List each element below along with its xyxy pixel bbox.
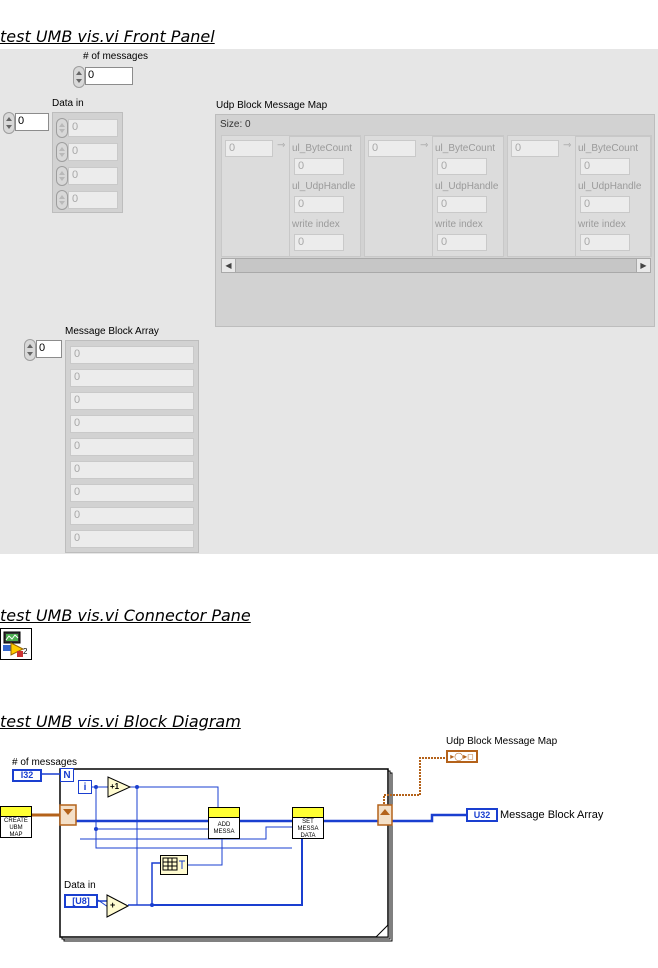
field-value[interactable]: 0 — [580, 234, 630, 251]
udp-map-size: Size: 0 — [220, 119, 251, 130]
udp-map-frame: Size: 0 0 ⇾ ul_ByteCount 0 ul_UdpHandle … — [215, 114, 655, 327]
connector-pane-title: test UMB vis.vi Connector Pane — [0, 606, 251, 625]
block-diagram-wires — [0, 757, 466, 942]
connector-pane-number: 2 — [23, 647, 28, 656]
message-block-array-label: Message Block Array — [65, 326, 159, 337]
bd-udp-map-terminal-icon[interactable]: ▸◯▸◻ — [446, 750, 478, 763]
add-vi-line: ADD — [217, 822, 231, 828]
field-label: ul_UdpHandle — [578, 181, 642, 192]
bd-num-messages-terminal[interactable]: I32 — [12, 769, 42, 782]
bd-num-messages-label: # of messages — [12, 757, 78, 768]
message-block-index-spinner[interactable] — [24, 339, 36, 361]
bd-message-array-label: Message Block Array — [500, 809, 604, 821]
add-vi-line: MESSA — [213, 829, 235, 835]
udp-map-entry: 0 ⇾ ul_ByteCount 0 ul_UdpHandle 0 write … — [364, 135, 504, 257]
field-value[interactable]: 0 — [437, 196, 487, 213]
bd-udp-map-label: Udp Block Message Map — [446, 736, 558, 747]
udp-map-key[interactable]: 0 — [368, 140, 416, 157]
data-in-element-spinner[interactable] — [56, 118, 68, 138]
field-label: write index — [435, 219, 483, 230]
data-in-index-input[interactable]: 0 — [15, 113, 49, 131]
array-subset-icon[interactable] — [160, 855, 188, 875]
field-value[interactable]: 0 — [294, 196, 344, 213]
array-grid-graphic — [162, 857, 185, 871]
data-in-element-spinner[interactable] — [56, 190, 68, 210]
field-value[interactable]: 0 — [437, 158, 487, 175]
num-messages-input[interactable]: 0 — [85, 67, 133, 85]
loop-index-terminal[interactable]: i — [78, 780, 92, 794]
field-label: ul_UdpHandle — [435, 181, 499, 192]
create-vi-line: UBM — [9, 825, 23, 831]
block-diagram-title: test UMB vis.vi Block Diagram — [0, 712, 241, 731]
add-label: + — [110, 900, 116, 910]
message-block-element: 0 — [70, 415, 194, 433]
set-vi-line: SET — [302, 819, 314, 825]
add-message-subvi[interactable]: ADD MESSA — [208, 807, 240, 839]
set-vi-line: DATA — [300, 833, 316, 839]
field-label: ul_UdpHandle — [292, 181, 356, 192]
increment-label: +1 — [110, 782, 120, 791]
udp-map-key[interactable]: 0 — [511, 140, 559, 157]
udp-map-scrollbar[interactable]: ◀ ▶ — [221, 258, 651, 273]
loop-count-terminal[interactable]: N — [60, 768, 74, 782]
connector-pane-icon[interactable]: 2 — [0, 628, 32, 660]
create-ubm-map-subvi[interactable]: CREATE UBM MAP — [0, 806, 32, 838]
field-label: write index — [292, 219, 340, 230]
field-value[interactable]: 0 — [580, 196, 630, 213]
udp-map-entry: 0 ⇾ ul_ByteCount 0 ul_UdpHandle 0 write … — [507, 135, 652, 257]
udp-map-cluster: ul_ByteCount 0 ul_UdpHandle 0 write inde… — [575, 136, 651, 257]
num-messages-spinner[interactable] — [73, 66, 85, 88]
udp-map-entry: 0 ⇾ ul_ByteCount 0 ul_UdpHandle 0 write … — [221, 135, 361, 257]
bd-data-in-label: Data in — [64, 880, 96, 891]
data-in-element[interactable]: 0 — [68, 143, 118, 161]
udp-map-label: Udp Block Message Map — [216, 100, 328, 111]
message-block-element: 0 — [70, 369, 194, 387]
message-block-element: 0 — [70, 461, 194, 479]
set-message-data-subvi[interactable]: SET MESSA DATA — [292, 807, 324, 839]
message-block-array-frame: 0 0 0 0 0 0 0 0 0 — [65, 340, 199, 553]
udp-map-cluster: ul_ByteCount 0 ul_UdpHandle 0 write inde… — [432, 136, 504, 257]
create-vi-line: MAP — [9, 832, 23, 838]
message-block-index-input[interactable]: 0 — [36, 340, 62, 358]
pair-arrow-icon: ⇾ — [563, 140, 572, 151]
message-block-element: 0 — [70, 438, 194, 456]
data-in-element-spinner[interactable] — [56, 142, 68, 162]
field-value[interactable]: 0 — [294, 234, 344, 251]
scroll-left-icon[interactable]: ◀ — [222, 259, 236, 272]
field-label: ul_ByteCount — [578, 143, 639, 154]
field-value[interactable]: 0 — [580, 158, 630, 175]
data-in-element[interactable]: 0 — [68, 167, 118, 185]
field-label: write index — [578, 219, 626, 230]
data-in-element[interactable]: 0 — [68, 119, 118, 137]
create-vi-line: CREATE — [4, 818, 28, 824]
bd-data-in-terminal[interactable]: [U8] — [64, 894, 98, 908]
field-value[interactable]: 0 — [437, 234, 487, 251]
field-label: ul_ByteCount — [435, 143, 496, 154]
message-block-element: 0 — [70, 507, 194, 525]
front-panel-area: # of messages 0 Data in 0 0 0 0 0 Udp Bl… — [0, 49, 658, 554]
vi-icon-graphic — [3, 631, 25, 657]
data-in-array-frame: 0 0 0 0 — [52, 112, 123, 213]
message-block-element: 0 — [70, 346, 194, 364]
pair-arrow-icon: ⇾ — [420, 140, 429, 151]
set-vi-line: MESSA — [297, 826, 319, 832]
udp-map-cluster: ul_ByteCount 0 ul_UdpHandle 0 write inde… — [289, 136, 361, 257]
bd-message-array-terminal[interactable]: U32 — [466, 808, 498, 822]
data-in-element-spinner[interactable] — [56, 166, 68, 186]
data-in-element[interactable]: 0 — [68, 191, 118, 209]
data-in-label: Data in — [52, 98, 84, 109]
message-block-element: 0 — [70, 484, 194, 502]
front-panel-title: test UMB vis.vi Front Panel — [0, 27, 215, 46]
field-value[interactable]: 0 — [294, 158, 344, 175]
message-block-element: 0 — [70, 392, 194, 410]
field-label: ul_ByteCount — [292, 143, 353, 154]
scroll-right-icon[interactable]: ▶ — [636, 259, 650, 272]
num-messages-label: # of messages — [83, 51, 149, 62]
message-block-element: 0 — [70, 530, 194, 548]
pair-arrow-icon: ⇾ — [277, 140, 286, 151]
data-in-index-spinner[interactable] — [3, 112, 15, 134]
udp-map-key[interactable]: 0 — [225, 140, 273, 157]
